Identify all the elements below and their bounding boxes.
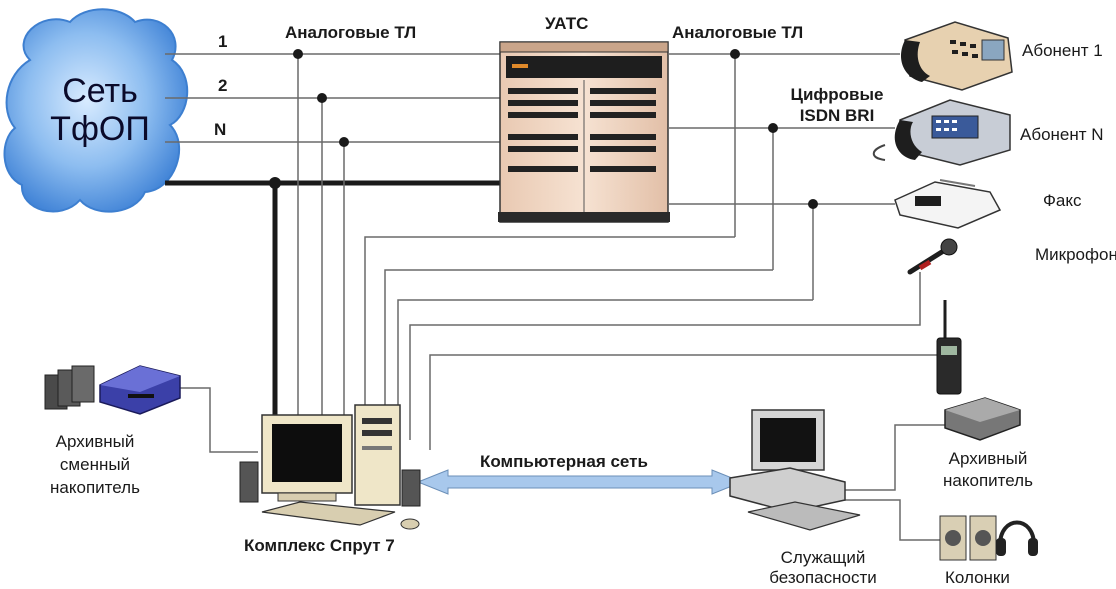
pstn-label: Сеть ТфОП <box>30 72 170 148</box>
headphones-icon <box>996 520 1038 556</box>
microphone-label: Микрофон <box>1035 245 1116 264</box>
trunk-number-n: N <box>214 120 227 139</box>
tap-lines <box>297 54 345 415</box>
fax-icon <box>894 179 1002 229</box>
trunk-number-1: 1 <box>218 32 228 51</box>
archive-drive-label-line1: Архивный <box>948 449 1028 468</box>
removable-storage-label: Архивный сменный накопитель <box>30 430 160 499</box>
extension-lines <box>668 53 900 300</box>
fax-label: Факс <box>1043 191 1082 210</box>
removable-drive-icon <box>44 365 181 415</box>
pstn-cloud <box>3 8 189 213</box>
removable-storage-label-line2: сменный <box>59 455 131 474</box>
removable-storage-label-line3: накопитель <box>50 478 140 497</box>
speakers-icon <box>939 515 997 561</box>
pstn-label-line2: ТфОП <box>50 110 150 148</box>
extension-dots <box>730 49 818 209</box>
tape-drive-icon <box>944 397 1021 441</box>
pstn-label-line1: Сеть <box>62 72 138 110</box>
subscriber-1-label: Абонент 1 <box>1022 41 1103 60</box>
workstation-icon <box>729 409 861 531</box>
analog-trunks-left-label: Аналоговые ТЛ <box>285 23 417 42</box>
guard-label: Служащий безопасности <box>748 548 898 588</box>
pbx-label: УАТС <box>545 14 589 33</box>
speakers-label: Колонки <box>945 568 1010 587</box>
storage-link <box>180 387 258 453</box>
sprut-complex-label: Комплекс Спрут 7 <box>244 536 395 555</box>
recording-lines <box>364 236 940 450</box>
phone-icon <box>901 21 1013 91</box>
microphone-icon <box>907 238 958 275</box>
subscriber-n-label: Абонент N <box>1020 125 1104 144</box>
analog-trunk-lines <box>165 53 500 143</box>
analog-trunks-right-label: Аналоговые ТЛ <box>672 23 804 42</box>
removable-storage-label-line1: Архивный <box>55 432 135 451</box>
archive-drive-label: Архивный накопитель <box>928 448 1048 492</box>
guard-label-line2: безопасности <box>769 568 877 587</box>
guard-label-line1: Служащий <box>780 548 866 567</box>
tap-dots <box>269 49 349 189</box>
pbx-cabinet <box>498 41 670 223</box>
radio-icon <box>936 300 962 395</box>
archive-drive-label-line2: накопитель <box>943 471 1033 490</box>
trunk-number-2: 2 <box>218 76 228 95</box>
digital-isdn-label-line2: ISDN BRI <box>799 106 875 125</box>
digital-isdn-label-line1: Цифровые <box>790 85 884 104</box>
computer-network-label: Компьютерная сеть <box>480 452 648 471</box>
isdn-phone-icon <box>872 99 1011 166</box>
guard-lines <box>840 424 945 541</box>
digital-isdn-label: Цифровые ISDN BRI <box>782 84 892 126</box>
pc-icon <box>239 404 421 530</box>
network-arrow <box>416 469 744 495</box>
